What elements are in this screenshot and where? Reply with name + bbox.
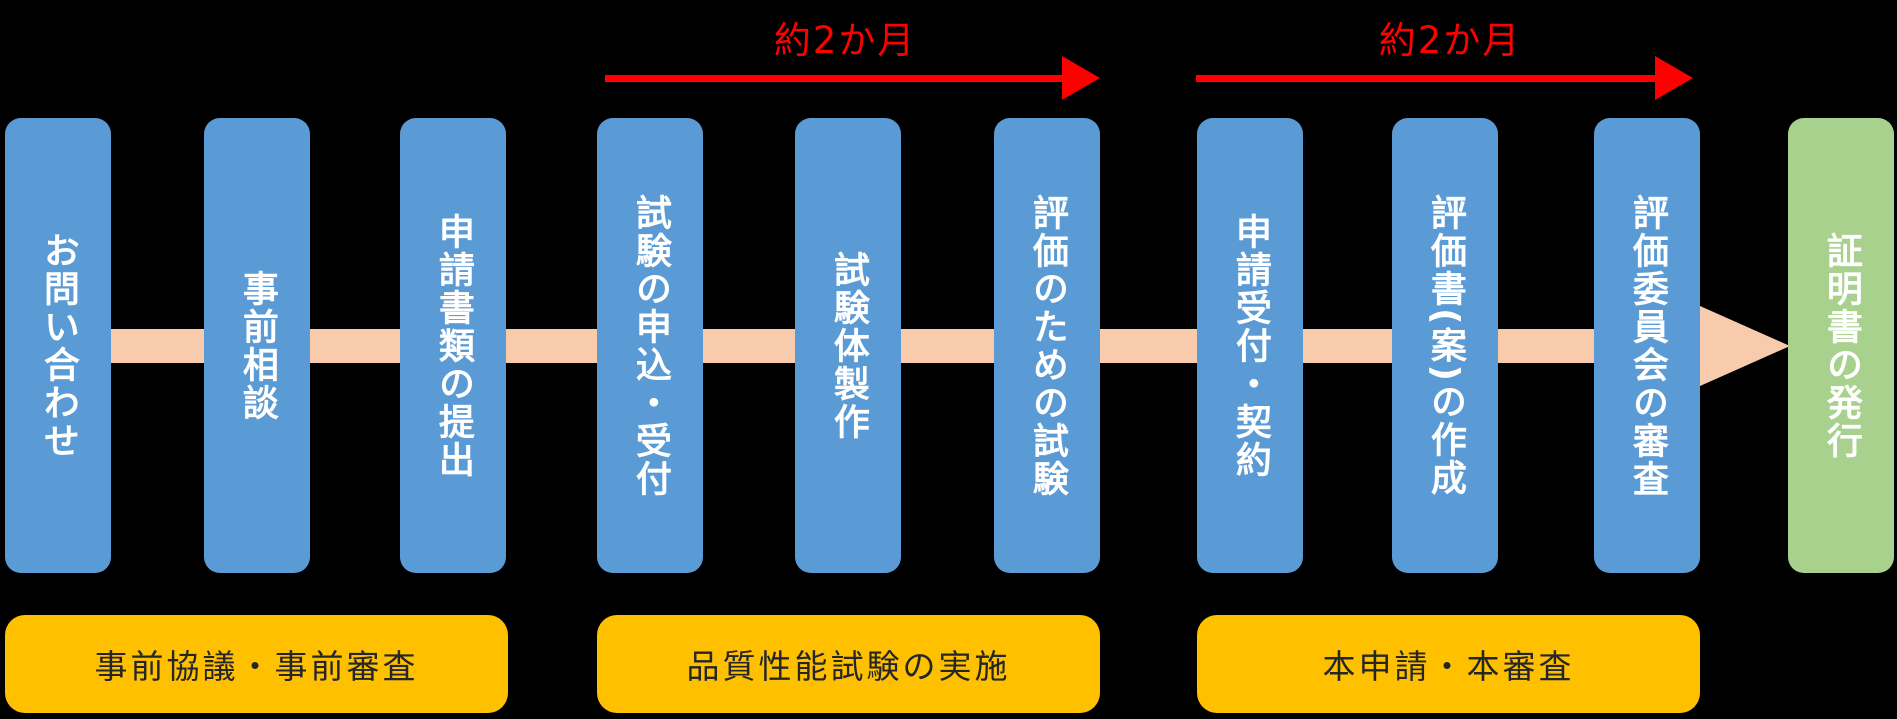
step-box: 評価書(案)の作成 [1392, 118, 1498, 573]
duration-arrow-head-icon [1655, 56, 1693, 100]
step-box: 事前相談 [204, 118, 310, 573]
step-box: お問い合わせ [5, 118, 111, 573]
step-box: 試験の申込・受付 [597, 118, 703, 573]
step-label: お問い合わせ [37, 231, 79, 460]
phase-band: 事前協議・事前審査 [5, 615, 508, 713]
step-box: 評価委員会の審査 [1594, 118, 1700, 573]
step-label: 申請受付・契約 [1229, 212, 1271, 479]
duration-label: 約2か月 [773, 19, 917, 62]
step-label: 評価書(案)の作成 [1424, 194, 1466, 497]
step-box-result: 証明書の発行 [1788, 118, 1894, 573]
step-label: 評価委員会の審査 [1626, 193, 1668, 498]
step-label: 申請書類の提出 [432, 212, 474, 479]
step-box: 申請書類の提出 [400, 118, 506, 573]
duration-arrow-shaft [605, 75, 1066, 82]
timeline-arrow-head-icon [1700, 306, 1790, 386]
phase-label: 品質性能試験の実施 [686, 647, 1011, 686]
step-box: 申請受付・契約 [1197, 118, 1303, 573]
duration-label: 約2か月 [1378, 19, 1522, 62]
phase-label: 事前協議・事前審査 [94, 647, 419, 686]
phase-label: 本申請・本審査 [1322, 647, 1575, 686]
phase-band: 本申請・本審査 [1197, 615, 1700, 713]
step-label: 事前相談 [236, 269, 278, 422]
phase-band: 品質性能試験の実施 [597, 615, 1100, 713]
duration-arrow-shaft [1196, 75, 1659, 82]
step-box: 試験体製作 [795, 118, 901, 573]
step-box: 評価のための試験 [994, 118, 1100, 573]
step-label: 試験の申込・受付 [629, 193, 671, 498]
duration-arrow-head-icon [1062, 56, 1100, 100]
step-label: 評価のための試験 [1026, 193, 1068, 498]
step-label: 試験体製作 [827, 250, 869, 441]
step-label: 証明書の発行 [1820, 231, 1862, 460]
